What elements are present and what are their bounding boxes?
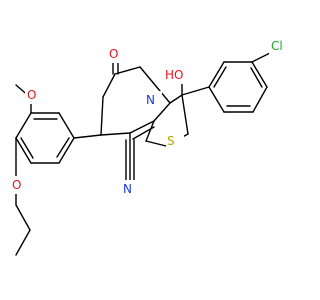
ring-nitrogen-label: N xyxy=(146,93,155,107)
bond xyxy=(15,229,31,256)
atom-label-layer: Cl HO O N S N O O xyxy=(10,38,293,198)
carbonyl-oxygen-label: O xyxy=(109,47,118,61)
nitrile-nitrogen-label: N xyxy=(123,182,132,196)
bond-layer xyxy=(15,49,277,256)
bond xyxy=(102,73,116,98)
bond xyxy=(129,120,155,134)
label-bg xyxy=(25,86,41,104)
bond xyxy=(208,61,225,88)
bond xyxy=(139,66,171,104)
chlorine-label: Cl xyxy=(271,39,283,53)
bond xyxy=(58,137,75,164)
bond xyxy=(132,126,155,140)
bond xyxy=(251,61,268,88)
bond xyxy=(153,102,171,122)
methoxy-oxygen-label: O xyxy=(27,88,36,102)
hydroxyl-label: HO xyxy=(165,68,183,82)
label-bg xyxy=(144,91,162,109)
bond xyxy=(181,86,210,96)
bond xyxy=(145,120,155,142)
bond xyxy=(252,86,268,113)
bond xyxy=(181,94,189,135)
bond xyxy=(15,204,31,231)
sulfur-label: S xyxy=(167,134,175,148)
label-bg xyxy=(164,66,188,84)
label-bg xyxy=(269,38,293,56)
bond xyxy=(213,66,227,88)
bond xyxy=(20,137,34,159)
molecule-structure: Cl HO O N S N O O xyxy=(10,38,293,256)
bond xyxy=(169,94,183,104)
bond xyxy=(208,86,225,113)
label-bg xyxy=(10,176,26,194)
bond xyxy=(73,134,102,139)
propoxy-oxygen-label: O xyxy=(12,178,21,192)
label-bg xyxy=(106,45,124,63)
bond xyxy=(58,112,75,139)
bond xyxy=(145,140,167,147)
bond xyxy=(100,96,104,136)
bond xyxy=(100,132,131,136)
label-bg xyxy=(166,132,184,150)
label-bg xyxy=(120,180,138,198)
bond xyxy=(250,67,263,88)
bond xyxy=(15,112,32,139)
bond xyxy=(15,137,32,164)
bond xyxy=(56,137,70,158)
bond xyxy=(114,66,141,75)
